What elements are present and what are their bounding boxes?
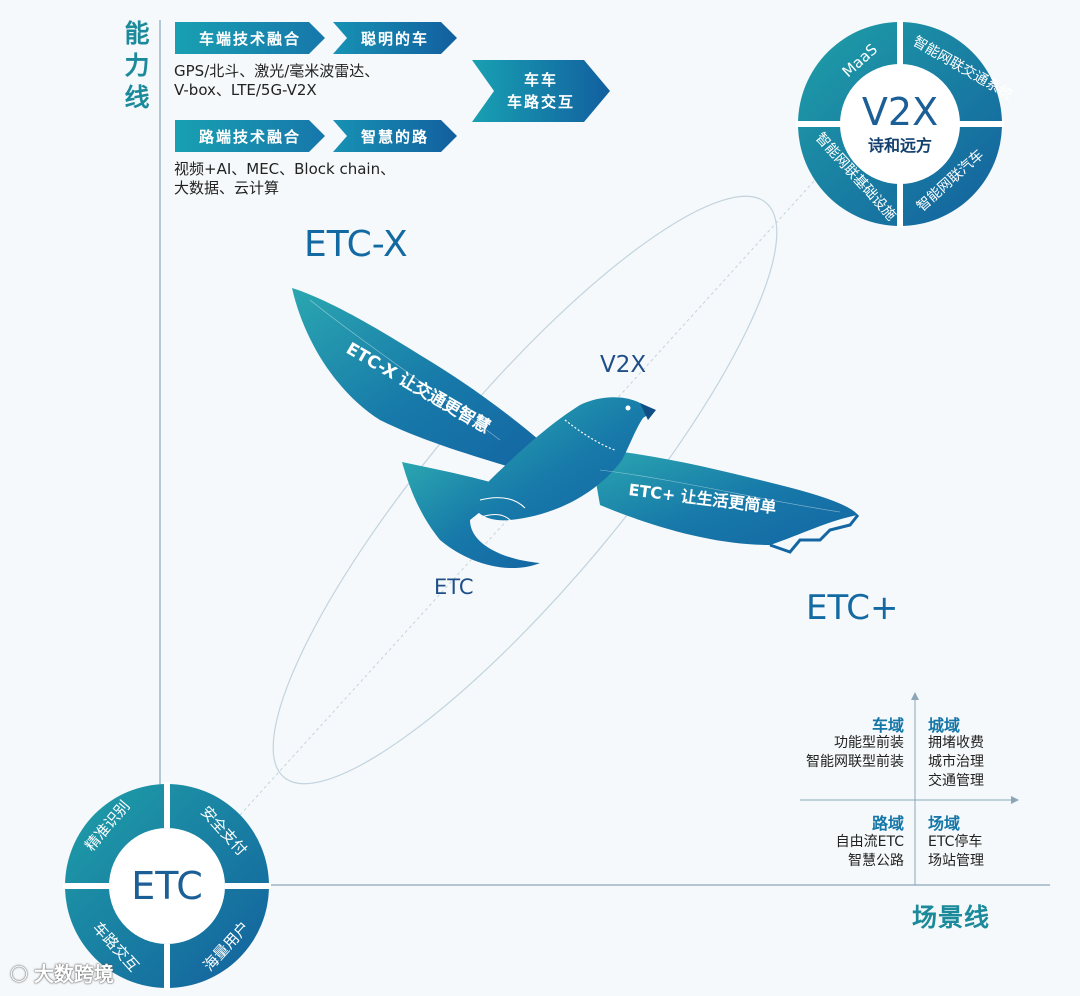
etc-mid-label: ETC	[434, 575, 474, 599]
v2x-mid-label: V2X	[600, 352, 646, 378]
quadrant-field-item-2: 场站管理	[928, 852, 984, 871]
car-tech-desc-1: GPS/北斗、激光/毫米波雷达、	[174, 62, 379, 81]
road-tech-desc-2: 大数据、云计算	[174, 179, 279, 198]
watermark-text: 大数跨境	[34, 958, 114, 987]
quadrant-city-item-1: 拥堵收费	[928, 734, 984, 753]
merge-line-1: 车车	[524, 69, 558, 91]
quadrant-city-item-2: 城市治理	[928, 753, 984, 772]
quadrant-road-title: 路域	[800, 810, 904, 834]
watermark-logo-icon: ◯	[10, 963, 28, 982]
chevron-smart-car: 聪明的车	[333, 22, 457, 54]
quadrant-road-item-1: 自由流ETC	[780, 833, 904, 852]
quadrant-car-item-1: 功能型前装	[780, 734, 904, 753]
etc-ring-center: ETC	[107, 856, 227, 916]
merge-line-2: 车路交互	[507, 91, 575, 113]
road-tech-desc-1: 视频+AI、MEC、Block chain、	[174, 160, 395, 179]
v2x-ring-title: V2X	[862, 92, 938, 132]
quadrant-city-item-3: 交通管理	[928, 772, 984, 791]
etc-plus-label: ETC+	[806, 588, 899, 628]
chevron-car-tech: 车端技术融合	[175, 22, 325, 54]
y-axis-title: 能力线	[122, 18, 152, 114]
car-tech-desc-2: V-box、LTE/5G-V2X	[174, 81, 317, 100]
quadrant-car-title: 车域	[800, 712, 904, 736]
quadrant-city-title: 城域	[928, 712, 960, 736]
quadrant-field-title: 场域	[928, 810, 960, 834]
etc-x-label: ETC-X	[304, 224, 408, 265]
etc-ring-title: ETC	[131, 864, 203, 908]
watermark: ◯ 大数跨境	[10, 958, 114, 987]
x-axis-title: 场景线	[912, 898, 990, 934]
chevron-road-tech: 路端技术融合	[175, 120, 325, 152]
quadrant-car-item-2: 智能网联型前装	[780, 753, 904, 772]
chevron-smart-road: 智慧的路	[333, 120, 457, 152]
v2x-ring-subtitle: 诗和远方	[868, 132, 932, 156]
quadrant-field-item-1: ETC停车	[928, 833, 982, 852]
v2x-ring-center: V2X 诗和远方	[840, 84, 960, 164]
quadrant-road-item-2: 智慧公路	[780, 852, 904, 871]
